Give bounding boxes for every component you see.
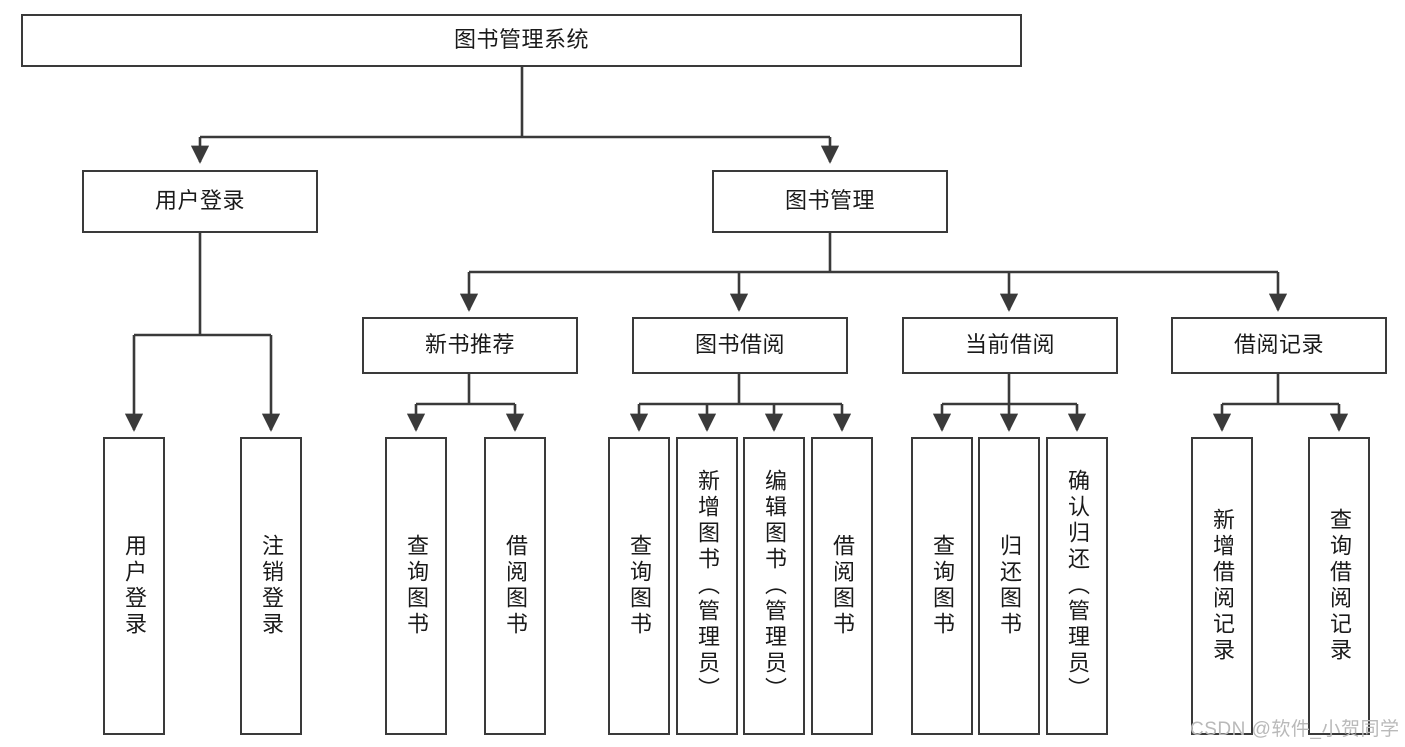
node-leaf-user-login[interactable]: 用户登录: [103, 437, 165, 735]
node-label: 当前借阅: [964, 332, 1055, 358]
node-borrow-record[interactable]: 借阅记录: [1171, 317, 1387, 374]
node-leaf-query-book-1[interactable]: 查询图书: [385, 437, 447, 735]
node-user-login[interactable]: 用户登录: [82, 170, 318, 233]
csdn-watermark: CSDN @软件_小贺同学: [1190, 719, 1400, 740]
node-label: 借阅图书: [503, 534, 528, 638]
node-label: 新增借阅记录: [1210, 508, 1235, 664]
node-label: 查询借阅记录: [1327, 508, 1352, 664]
node-leaf-query-book-2[interactable]: 查询图书: [608, 437, 670, 735]
node-label: 借阅记录: [1233, 332, 1324, 358]
node-label: 归还图书: [997, 534, 1022, 638]
node-leaf-return-book[interactable]: 归还图书: [978, 437, 1040, 735]
node-book-manage[interactable]: 图书管理: [712, 170, 948, 233]
node-label: 借阅图书: [830, 534, 855, 638]
node-label: 图书借阅: [694, 332, 785, 358]
node-leaf-borrow-book-2[interactable]: 借阅图书: [811, 437, 873, 735]
node-label: 确认归还（管理员）: [1065, 469, 1090, 703]
node-label: 查询图书: [930, 534, 955, 638]
node-label: 编辑图书（管理员）: [762, 469, 787, 703]
node-leaf-add-record[interactable]: 新增借阅记录: [1191, 437, 1253, 735]
node-label: 查询图书: [404, 534, 429, 638]
node-current-borrow[interactable]: 当前借阅: [902, 317, 1118, 374]
node-label: 用户登录: [122, 534, 147, 638]
node-leaf-query-record[interactable]: 查询借阅记录: [1308, 437, 1370, 735]
node-leaf-borrow-book-1[interactable]: 借阅图书: [484, 437, 546, 735]
node-leaf-logout[interactable]: 注销登录: [240, 437, 302, 735]
node-label: 查询图书: [627, 534, 652, 638]
node-label: 用户登录: [154, 188, 245, 214]
node-label: 图书管理: [784, 188, 875, 214]
node-label: 新书推荐: [424, 332, 515, 358]
node-leaf-add-book[interactable]: 新增图书（管理员）: [676, 437, 738, 735]
node-label: 注销登录: [259, 534, 284, 638]
node-label: 新增图书（管理员）: [695, 469, 720, 703]
node-book-borrow[interactable]: 图书借阅: [632, 317, 848, 374]
node-label: 图书管理系统: [453, 27, 589, 53]
node-new-book-recommend[interactable]: 新书推荐: [362, 317, 578, 374]
node-leaf-edit-book[interactable]: 编辑图书（管理员）: [743, 437, 805, 735]
node-leaf-query-book-3[interactable]: 查询图书: [911, 437, 973, 735]
node-root-book-management-system[interactable]: 图书管理系统: [21, 14, 1022, 67]
node-leaf-confirm-return[interactable]: 确认归还（管理员）: [1046, 437, 1108, 735]
